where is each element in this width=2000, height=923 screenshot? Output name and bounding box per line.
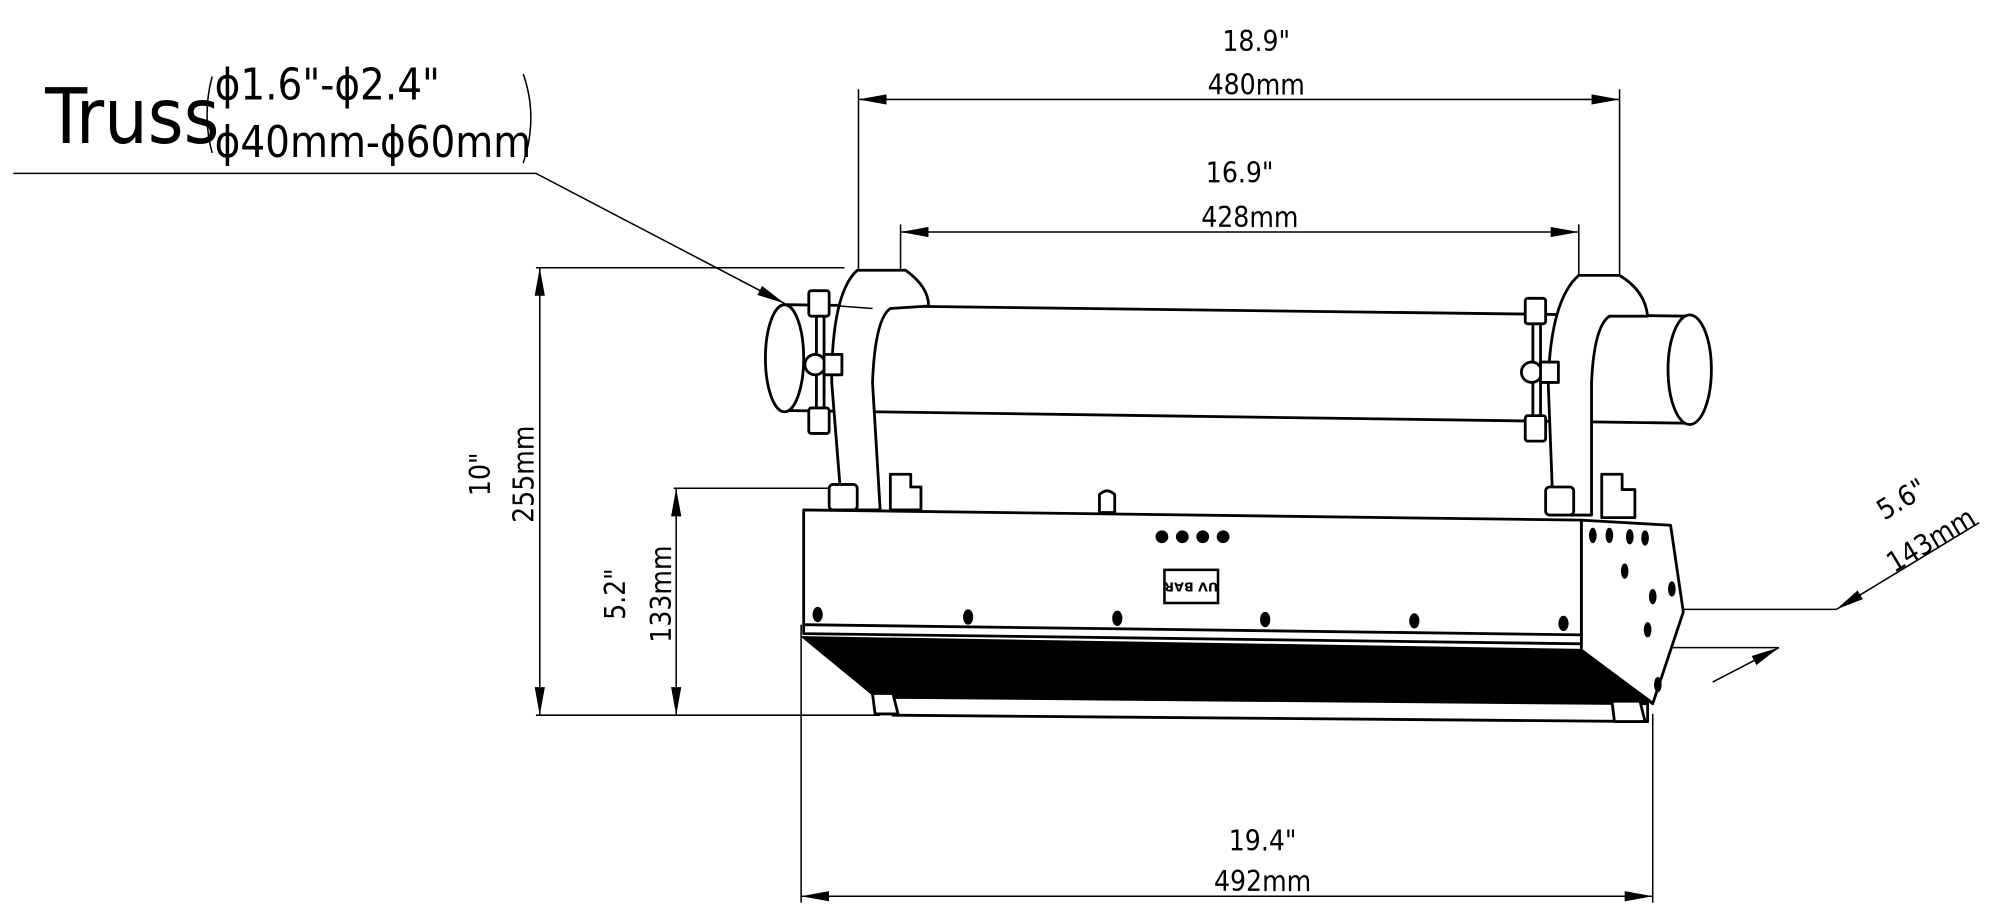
dim-480-mm: 480mm: [1208, 68, 1305, 101]
dim-body-width: 19.4" 492mm: [800, 624, 1654, 903]
paren-right: [522, 73, 532, 164]
truss-label: Truss: [44, 73, 219, 162]
indicator-leds: [1155, 530, 1230, 544]
dim-inner-clamp-width: 16.9" 428mm: [899, 156, 1580, 276]
logo-badge: UV BAR: [1163, 568, 1220, 605]
dim-428-inch: 16.9": [1206, 156, 1274, 189]
led-window: [800, 636, 1655, 703]
dim-255-mm: 255mm: [507, 426, 540, 523]
screws: [812, 527, 1676, 693]
safety-eye: [1098, 489, 1117, 514]
dim-255-inch: 10": [464, 452, 497, 496]
truss-range-inch: ϕ1.6"-ϕ2.4": [215, 60, 440, 110]
dim-133-mm: 133mm: [645, 545, 678, 642]
truss-pipe: [764, 303, 1713, 426]
dim-143-inch: 5.6": [1871, 472, 1932, 527]
dim-492-inch: 19.4": [1229, 824, 1297, 857]
dim-133-inch: 5.2": [599, 568, 632, 620]
dim-492-mm: 492mm: [1214, 865, 1311, 898]
dim-overall-clamp-width: 18.9" 480mm: [857, 25, 1621, 276]
truss-range-mm: ϕ40mm-ϕ60mm: [215, 118, 532, 168]
dim-480-inch: 18.9": [1222, 25, 1290, 58]
dim-428-mm: 428mm: [1201, 201, 1298, 234]
dim-body-height: 5.2" 133mm: [599, 487, 830, 716]
logo-text: UV BAR: [1164, 579, 1218, 594]
dim-total-height: 10" 255mm: [464, 266, 881, 716]
fixture-body: UV BAR: [800, 489, 1685, 723]
paren-left: [206, 76, 213, 154]
truss-leader: [13, 172, 785, 305]
right-clamp: [1520, 273, 1650, 519]
left-clamp: [803, 268, 931, 512]
truss-callout: Truss ϕ1.6"-ϕ2.4" ϕ40mm-ϕ60mm: [13, 60, 785, 305]
